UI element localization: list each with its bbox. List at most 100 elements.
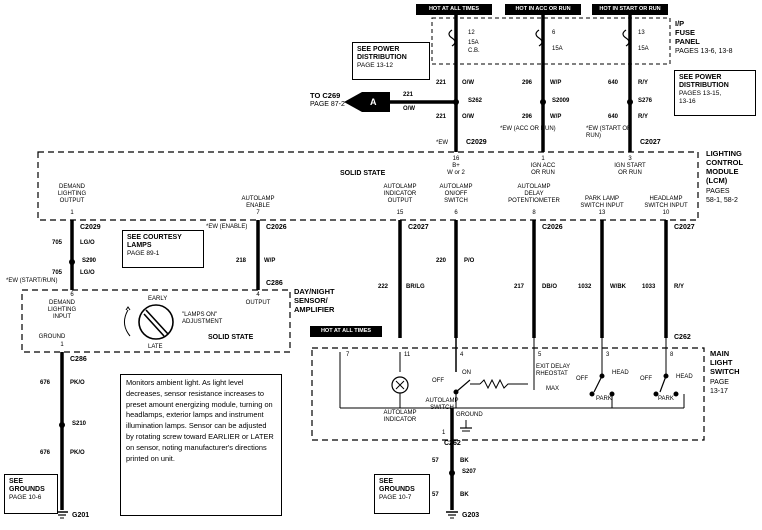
lcm-top-pin-1-num: 1 — [541, 156, 545, 162]
wire-296-bot-color: W/P — [550, 114, 562, 120]
splice-s276: S276 — [638, 98, 653, 104]
power-distribution-right-title-2: DISTRIBUTION — [679, 82, 729, 89]
connector-c2029-mid: C2029 — [80, 224, 101, 231]
splice-s207: S207 — [462, 469, 477, 475]
autolamp-indicator-label: AUTOLAMP INDICATOR — [383, 410, 417, 423]
fuse-12-type: C.B. — [468, 48, 480, 54]
wire-221-bot-num: 221 — [436, 114, 447, 120]
wire-676-b-color: PK/O — [70, 450, 85, 456]
fuse-6-num: 6 — [552, 30, 556, 36]
connector-c286-left: C286 — [70, 356, 87, 363]
wire-705-a-num: 705 — [52, 240, 63, 246]
main-switch-label-5: 13-17 — [710, 388, 728, 395]
lcm-pin-7-num: 7 — [256, 210, 260, 216]
hot-at-all-times-bar: HOT AT ALL TIMES — [416, 4, 492, 15]
connector-a-marker: A — [370, 97, 377, 107]
lcm-label-6: 58-1, 58-2 — [706, 197, 738, 204]
wire-222-color: BR/LG — [406, 284, 425, 290]
main-switch-label-3: SWITCH — [710, 367, 740, 376]
lcm-top-pin-16: 16 B+ W or 2 — [440, 156, 472, 177]
wire-217-color: DB/O — [542, 284, 557, 290]
grounds-right-box: SEE GROUNDS PAGE 10-7 — [374, 474, 430, 514]
wire-221-top-num: 221 — [436, 80, 447, 86]
wire-705-a-color: LG/O — [80, 240, 95, 246]
sensor-title-3: AMPLIFIER — [294, 305, 335, 314]
splice-s2009: S2009 — [552, 98, 570, 104]
to-c269-wire-num: 221 — [403, 92, 414, 98]
wire-296-top-num: 296 — [522, 80, 533, 86]
ew-enable-note: *EW (ENABLE) — [206, 224, 248, 230]
fuse-13-num: 13 — [638, 30, 645, 36]
connector-c262-lower: C262 — [444, 440, 461, 447]
connector-c2027-top: C2027 — [640, 139, 661, 146]
lcm-pin-10-num: 10 — [662, 210, 670, 216]
wire-640-top-num: 640 — [608, 80, 619, 86]
main-switch-pin-11: 11 — [404, 352, 411, 358]
splice-s210: S210 — [72, 421, 87, 427]
connector-c2029-top: C2029 — [466, 139, 487, 146]
fuse-panel-label-1: I/P — [675, 19, 685, 28]
switch1-off-label: OFF — [576, 376, 588, 382]
power-distribution-right-box: SEE POWER DISTRIBUTION PAGES 13-15, 13-1… — [674, 70, 756, 116]
wire-218-num: 218 — [236, 258, 247, 264]
lcm-pin-1-num: 1 — [70, 210, 74, 216]
lcm-top-pin-16-label: B+ W or 2 — [447, 163, 465, 176]
lcm-top-pin-16-num: 16 — [452, 156, 460, 162]
connector-c262-right: C262 — [674, 334, 691, 341]
lcm-pin-6-label: AUTOLAMP ON/OFF SWITCH — [439, 184, 473, 204]
sensor-title-1: DAY/NIGHT — [294, 287, 335, 296]
to-c269-wire-color: O/W — [403, 106, 415, 112]
lcm-pin-13-num: 13 — [598, 210, 606, 216]
wire-222-num: 222 — [378, 284, 389, 290]
sensor-description-note: Monitors ambient light. As light level d… — [120, 374, 282, 516]
main-switch-label-1: MAIN — [710, 349, 730, 358]
rheostat-max-label: MAX — [546, 386, 560, 392]
wire-1033-num: 1033 — [642, 284, 656, 290]
lcm-pin-15-num: 15 — [396, 210, 404, 216]
fuse-panel-label-2: FUSE — [675, 28, 696, 37]
main-switch-ground-label: GROUND — [456, 412, 483, 418]
switch1-head-label: HEAD — [612, 370, 629, 376]
grounds-left-title-1: SEE — [9, 478, 24, 485]
grounds-left-page: PAGE 10-6 — [9, 494, 42, 501]
grounds-right-title-2: GROUNDS — [379, 486, 415, 493]
ground-g201: G201 — [72, 512, 90, 519]
power-distribution-left-title-1: SEE POWER — [357, 46, 400, 53]
lcm-pin-8-num: 8 — [532, 210, 536, 216]
splice-s290: S290 — [82, 258, 97, 264]
wire-217-num: 217 — [514, 284, 525, 290]
power-distribution-left-page: PAGE 13-12 — [357, 62, 394, 69]
main-switch-pin-7: 7 — [346, 352, 350, 358]
lcm-top-pin-1: 1 IGN ACC OR RUN — [525, 156, 561, 177]
fuse-panel-label-3: PANEL — [675, 37, 700, 46]
main-switch-pin-8: 8 — [670, 352, 674, 358]
courtesy-lamps-page: PAGE 89-1 — [127, 250, 160, 257]
sensor-solid-state: SOLID STATE — [208, 334, 254, 341]
wire-676-a-num: 676 — [40, 380, 51, 386]
lcm-label-4: (LCM) — [706, 176, 728, 185]
power-distribution-right-pages-1: PAGES 13-15, — [679, 90, 722, 97]
connector-c286-right: C286 — [266, 280, 283, 287]
hot-in-start-or-run-bar: HOT IN START OR RUN — [592, 4, 668, 15]
lcm-pin-6-num: 6 — [454, 210, 458, 216]
grounds-left-title-2: GROUNDS — [9, 486, 45, 493]
sensor-pin-6-label: DEMAND LIGHTING INPUT — [47, 300, 77, 320]
wire-705-b-color: LG/O — [80, 270, 95, 276]
power-distribution-left-title-2: DISTRIBUTION — [357, 54, 407, 61]
switch1-park-label: PARK — [596, 396, 612, 402]
wire-640-top-color: R/Y — [638, 80, 649, 86]
fuse-12-rating: 15A — [468, 40, 479, 46]
wire-296-top-color: W/P — [550, 80, 562, 86]
autolamp-on-label: ON — [462, 370, 471, 376]
wire-220-num: 220 — [436, 258, 447, 264]
sensor-pin-4-label: OUTPUT — [245, 300, 271, 306]
lcm-label-5: PAGES — [706, 188, 730, 195]
ew-acc-or-run-note: *EW (ACC OR RUN) — [500, 126, 556, 132]
ew-marker: *EW — [436, 140, 448, 146]
lcm-label-3: MODULE — [706, 167, 739, 176]
fuse-6-rating: 15A — [552, 46, 563, 52]
power-distribution-right-pages-2: 13-16 — [679, 98, 696, 105]
wire-296-bot-num: 296 — [522, 114, 533, 120]
